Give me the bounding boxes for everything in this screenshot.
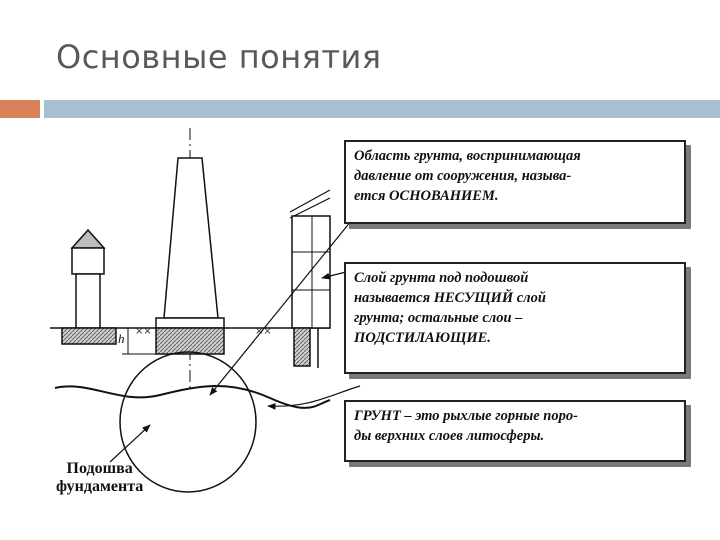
bearing-layer-box: Слой грунта под подошвой называется НЕСУ… (344, 262, 686, 374)
soil-line-1: ГРУНТ – это рыхлые горные поро- (354, 408, 578, 424)
soil-leader-arrow (267, 385, 361, 410)
footing-label-line-2: фундамента (56, 478, 144, 495)
footing-leader-arrow (109, 424, 151, 463)
base-definition-box: Область грунта, воспринимающая давление … (344, 140, 686, 224)
base-line-2: давление от сооружения, называ- (354, 168, 572, 184)
accent-square (0, 100, 40, 118)
tower (155, 128, 225, 390)
svg-text:××: ×× (135, 326, 152, 337)
footing-label: Подошва фундамента (56, 460, 143, 496)
soil-layer-boundary (54, 385, 331, 409)
svg-text:××: ×× (255, 326, 272, 337)
base-line-1: Область грунта, воспринимающая (354, 148, 581, 164)
base-line-3: ется ОСНОВАНИЕМ. (354, 188, 499, 204)
small-building (61, 228, 117, 345)
depth-label: h (118, 331, 125, 346)
soil-definition-box: ГРУНТ – это рыхлые горные поро- ды верхн… (344, 400, 686, 462)
soil-line-2: ды верхних слоев литосферы. (354, 428, 545, 444)
footing-label-line-1: Подошва (66, 460, 133, 477)
bearing-line-2: называется НЕСУЩИЙ слой (354, 290, 546, 306)
depth-dimension (122, 328, 156, 355)
bearing-line-3: грунта; остальные слои – (354, 310, 523, 326)
base-zone-circle (119, 351, 257, 493)
bearing-leader-arrow (321, 271, 347, 280)
multistory-building (289, 189, 331, 368)
bearing-line-1: Слой грунта под подошвой (354, 270, 529, 286)
base-leader-arrow (209, 209, 361, 396)
accent-bar (44, 100, 720, 118)
slide-title: Основные понятия (56, 38, 382, 76)
bearing-line-4: ПОДСТИЛАЮЩИЕ. (354, 330, 491, 346)
